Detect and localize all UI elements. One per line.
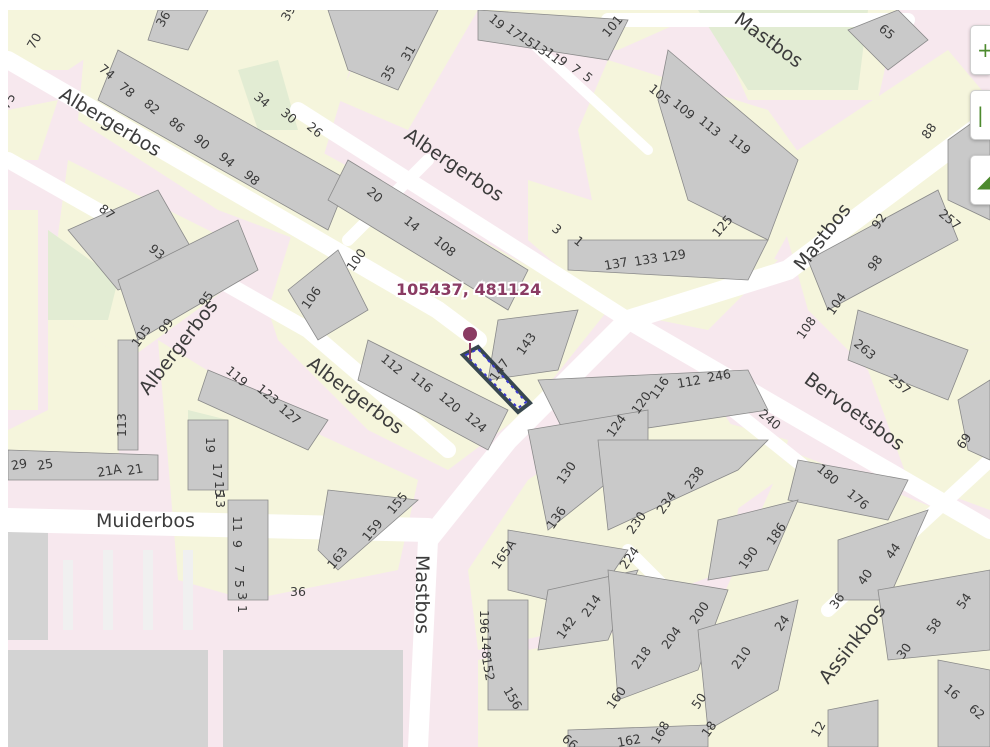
house-number: 21A [96, 461, 123, 480]
house-number: 99 [155, 315, 176, 337]
house-number: 5 [232, 580, 247, 588]
house-number: 108 [793, 314, 819, 342]
locate-button[interactable]: ◢ [970, 155, 990, 205]
house-number: 24 [771, 612, 792, 634]
house-number: 18 [698, 718, 719, 740]
house-number: 40 [854, 566, 875, 588]
hedge-rows [63, 550, 193, 630]
street-label: Mastbos [411, 555, 433, 634]
house-number: 88 [918, 120, 939, 142]
house-number: 36 [153, 10, 174, 30]
house-number: 1 [235, 605, 250, 613]
house-number: 29 [10, 455, 28, 473]
house-number: 137 [603, 254, 629, 273]
house-number: 25 [36, 455, 54, 473]
location-marker[interactable] [461, 325, 479, 360]
coordinates-label: 105437, 481124 [396, 280, 541, 299]
house-number: 54 [953, 590, 974, 612]
house-number: 3 [235, 592, 250, 600]
street-label: Muiderbos [96, 510, 195, 532]
house-number: 36 [290, 584, 306, 599]
plus-icon: + [977, 38, 990, 62]
house-number: 15 [212, 481, 227, 497]
house-number: 50 [688, 690, 709, 712]
house-number: 148 [479, 635, 494, 659]
buildings [8, 10, 990, 747]
house-number: 196 [477, 610, 492, 634]
zoom-in-button[interactable]: + [970, 25, 990, 75]
layers-icon: | [977, 103, 984, 127]
house-number: 70 [24, 30, 45, 51]
map-svg: 105437, 481124 Albergerbos Albergerbos A… [8, 10, 990, 747]
house-number: 7 [232, 565, 247, 573]
built-areas [8, 530, 403, 747]
house-number: 11 [230, 516, 245, 532]
house-number: 30 [893, 640, 914, 662]
house-number: 31 [398, 42, 419, 63]
green-areas [48, 10, 868, 450]
house-number: 113 [114, 413, 129, 437]
selected-parcel[interactable] [459, 344, 533, 415]
house-number: 35 [378, 62, 399, 83]
house-number: 58 [923, 615, 944, 637]
house-number: 9 [230, 540, 245, 548]
house-number: 98 [864, 252, 885, 274]
house-number: 21 [126, 460, 144, 478]
house-number: 162 [616, 731, 642, 747]
house-number: 12 [808, 718, 829, 739]
house-number: 36 [826, 590, 847, 612]
house-number: 246 [706, 366, 732, 385]
house-number: 19 [203, 437, 218, 453]
house-number: 92 [868, 210, 889, 232]
house-number: 152 [479, 656, 498, 682]
house-number: 69 [953, 430, 974, 452]
map-canvas[interactable]: 105437, 481124 Albergerbos Albergerbos A… [8, 10, 990, 747]
house-number: 44 [882, 540, 903, 562]
house-number: 133 [633, 250, 659, 269]
house-number: 112 [676, 372, 702, 391]
house-number: 17 [210, 463, 225, 479]
house-number: 13 [213, 492, 228, 508]
house-number: 129 [661, 246, 687, 265]
locate-icon: ◢ [977, 168, 990, 192]
house-number: 95 [195, 288, 216, 310]
house-number: 75 [8, 90, 19, 111]
layers-button[interactable]: | [970, 90, 990, 140]
